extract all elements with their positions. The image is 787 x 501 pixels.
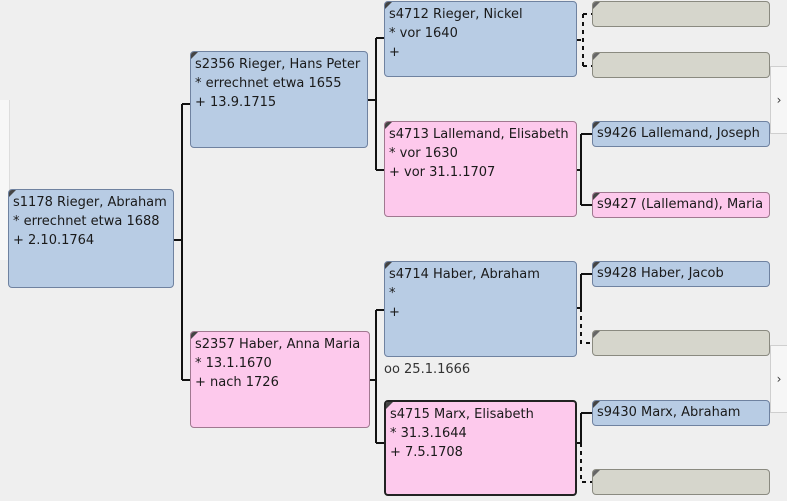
- person-card-root[interactable]: s1178 Rieger, Abraham * errechnet etwa 1…: [8, 189, 174, 288]
- person-card-great-grandfather[interactable]: s9430 Marx, Abraham: [592, 400, 770, 426]
- empty-ancestor-slot[interactable]: [592, 469, 770, 495]
- person-name: s4714 Haber, Abraham: [389, 267, 540, 282]
- person-card-paternal-grandfather[interactable]: s4712 Rieger, Nickel * vor 1640 +: [384, 1, 577, 77]
- person-name: s4715 Marx, Elisabeth: [390, 407, 534, 422]
- corner-marker-icon: [593, 122, 600, 129]
- person-death: + 13.9.1715: [195, 95, 277, 110]
- person-death: +: [389, 305, 400, 320]
- corner-marker-icon: [385, 2, 392, 9]
- marriage-date: oo 25.1.1666: [384, 362, 471, 377]
- person-birth: *: [389, 286, 396, 301]
- corner-marker-icon: [593, 262, 600, 269]
- person-card-maternal-grandfather[interactable]: s4714 Haber, Abraham * +: [384, 261, 577, 357]
- corner-marker-icon: [191, 52, 198, 59]
- empty-ancestor-slot[interactable]: [592, 1, 770, 27]
- corner-marker-icon: [593, 53, 600, 60]
- corner-marker-icon: [593, 2, 600, 9]
- expand-ancestors-button-upper[interactable]: ›: [770, 66, 787, 134]
- corner-marker-icon: [386, 402, 393, 409]
- expand-ancestors-button-lower[interactable]: ›: [770, 345, 787, 413]
- person-name: s9427 (Lallemand), Maria: [597, 197, 764, 212]
- left-panel-edge: [0, 100, 10, 260]
- person-name: s2357 Haber, Anna Maria: [195, 337, 361, 352]
- corner-marker-icon: [593, 401, 600, 408]
- person-card-great-grandmother[interactable]: s9427 (Lallemand), Maria: [592, 192, 770, 218]
- corner-marker-icon: [191, 332, 198, 339]
- person-death: +: [389, 45, 400, 60]
- person-birth: * errechnet etwa 1655: [195, 76, 342, 91]
- person-death: + nach 1726: [195, 375, 279, 390]
- empty-ancestor-slot[interactable]: [592, 330, 770, 356]
- person-card-maternal-grandmother[interactable]: s4715 Marx, Elisabeth * 31.3.1644 + 7.5.…: [384, 400, 577, 496]
- corner-marker-icon: [593, 331, 600, 338]
- person-card-great-grandfather[interactable]: s9428 Haber, Jacob: [592, 261, 770, 287]
- person-birth: * errechnet etwa 1688: [13, 214, 160, 229]
- person-name: s2356 Rieger, Hans Peter: [195, 57, 361, 72]
- chevron-right-icon: ›: [776, 93, 782, 107]
- person-death: + 2.10.1764: [13, 233, 95, 248]
- person-birth: * 31.3.1644: [390, 426, 467, 441]
- corner-marker-icon: [385, 262, 392, 269]
- person-birth: * vor 1640: [389, 26, 458, 41]
- corner-marker-icon: [593, 470, 600, 477]
- person-death: + 7.5.1708: [390, 445, 463, 460]
- person-card-mother[interactable]: s2357 Haber, Anna Maria * 13.1.1670 + na…: [190, 331, 370, 428]
- corner-marker-icon: [9, 190, 16, 197]
- person-name: s1178 Rieger, Abraham: [13, 195, 167, 210]
- person-birth: * vor 1630: [389, 146, 458, 161]
- person-name: s4712 Rieger, Nickel: [389, 7, 523, 22]
- corner-marker-icon: [385, 122, 392, 129]
- person-card-father[interactable]: s2356 Rieger, Hans Peter * errechnet etw…: [190, 51, 368, 148]
- person-name: s9428 Haber, Jacob: [597, 266, 724, 281]
- corner-marker-icon: [593, 193, 600, 200]
- person-death: + vor 31.1.1707: [389, 165, 496, 180]
- chevron-right-icon: ›: [776, 372, 782, 386]
- person-name: s4713 Lallemand, Elisabeth: [389, 127, 569, 142]
- person-card-great-grandfather[interactable]: s9426 Lallemand, Joseph: [592, 121, 770, 147]
- person-name: s9430 Marx, Abraham: [597, 405, 741, 420]
- person-card-paternal-grandmother[interactable]: s4713 Lallemand, Elisabeth * vor 1630 + …: [384, 121, 577, 217]
- person-birth: * 13.1.1670: [195, 356, 272, 371]
- person-name: s9426 Lallemand, Joseph: [597, 126, 760, 141]
- empty-ancestor-slot[interactable]: [592, 52, 770, 78]
